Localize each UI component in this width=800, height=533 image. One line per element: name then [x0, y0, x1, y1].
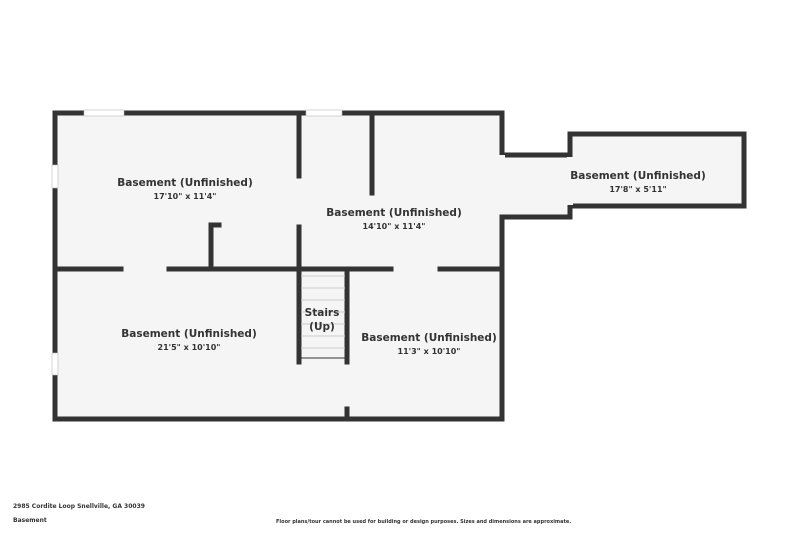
room-name: Basement (Unfinished) [117, 177, 253, 189]
window [51, 352, 59, 376]
window [305, 109, 343, 117]
room-dimensions: 11'3" x 10'10" [397, 347, 461, 356]
room-name: Basement (Unfinished) [570, 170, 706, 182]
walls [52, 110, 747, 422]
room-dimensions: 21'5" x 10'10" [157, 343, 221, 352]
floor-name: Basement [13, 517, 47, 524]
room-label: Basement (Unfinished) 21'5" x 10'10" [121, 328, 257, 352]
room-dimensions: 17'8" x 5'11" [609, 185, 667, 194]
room-dimensions: 14'10" x 11'4" [362, 222, 426, 231]
room-name: Basement (Unfinished) [326, 207, 462, 219]
room-label: Basement (Unfinished) 11'3" x 10'10" [361, 332, 497, 356]
stairs-direction: (Up) [309, 321, 335, 333]
room-label: Basement (Unfinished) 17'8" x 5'11" [570, 170, 706, 194]
room-label: Basement (Unfinished) 14'10" x 11'4" [326, 207, 462, 231]
disclaimer: Floor plans/tour cannot be used for buil… [276, 519, 572, 525]
window [83, 109, 125, 117]
room-name: Basement (Unfinished) [361, 332, 497, 344]
room-dimensions: 17'10" x 11'4" [153, 192, 217, 201]
stairs-text: Stairs [304, 307, 340, 319]
windows [51, 109, 343, 376]
room-label: Basement (Unfinished) 17'10" x 11'4" [117, 177, 253, 201]
wall [208, 222, 222, 271]
address: 2985 Cordite Loop Snellville, GA 30039 [13, 503, 145, 510]
window [51, 164, 59, 189]
floor-fill [55, 113, 745, 419]
room-name: Basement (Unfinished) [121, 328, 257, 340]
stairs-label: Stairs (Up) [305, 306, 340, 334]
stair-treads [301, 275, 345, 359]
